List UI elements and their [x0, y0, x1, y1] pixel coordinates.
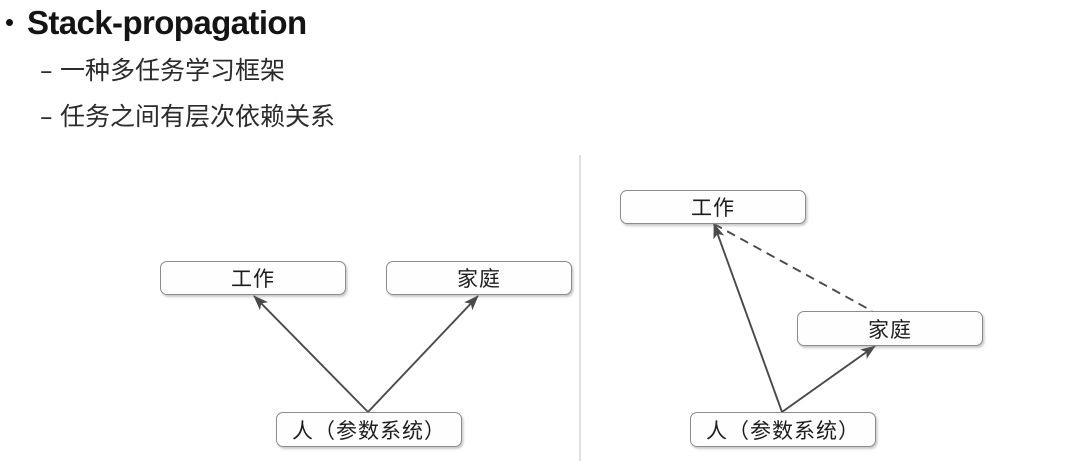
right-node-family[interactable]: 家庭	[797, 311, 983, 346]
left-edge-person-to-work	[253, 295, 369, 413]
right-node-person-label: 人（参数系统）	[706, 418, 860, 443]
left-node-work-label: 工作	[231, 267, 275, 291]
right-node-family-label: 家庭	[868, 317, 912, 342]
left-node-family[interactable]: 家庭	[386, 261, 572, 295]
right-edge-person-to-family	[781, 345, 876, 413]
sub-bullet-1-label: 任务之间有层次依赖关系	[60, 102, 336, 131]
right-node-work[interactable]: 工作	[620, 190, 806, 224]
left-node-person-label: 人（参数系统）	[292, 418, 446, 443]
sub-bullet-0-label: 一种多任务学习框架	[60, 56, 286, 85]
diagram-edges	[253, 223, 876, 413]
sub-bullet-0: – 一种多任务学习框架	[40, 56, 285, 86]
page-title: Stack-propagation	[27, 4, 307, 41]
dash-marker-icon: –	[40, 56, 53, 85]
diagram-area: 工作 家庭 人（参数系统） 工作 家庭 人（参数系统）	[0, 150, 1080, 461]
sub-bullet-1: – 任务之间有层次依赖关系	[40, 102, 335, 132]
right-edge-person-to-work	[713, 223, 783, 413]
left-node-work[interactable]: 工作	[160, 261, 346, 295]
right-node-work-label: 工作	[691, 196, 735, 220]
page-title-row: Stack-propagation	[6, 2, 307, 43]
right-node-person[interactable]: 人（参数系统）	[690, 412, 876, 447]
bullet-dot-icon	[6, 19, 13, 26]
left-edge-person-to-family	[367, 295, 479, 413]
left-node-person[interactable]: 人（参数系统）	[276, 412, 462, 447]
right-edge-work-to-family-dashed	[713, 223, 873, 312]
panel-divider	[579, 155, 581, 461]
dash-marker-icon: –	[40, 102, 53, 131]
left-node-family-label: 家庭	[457, 267, 501, 291]
